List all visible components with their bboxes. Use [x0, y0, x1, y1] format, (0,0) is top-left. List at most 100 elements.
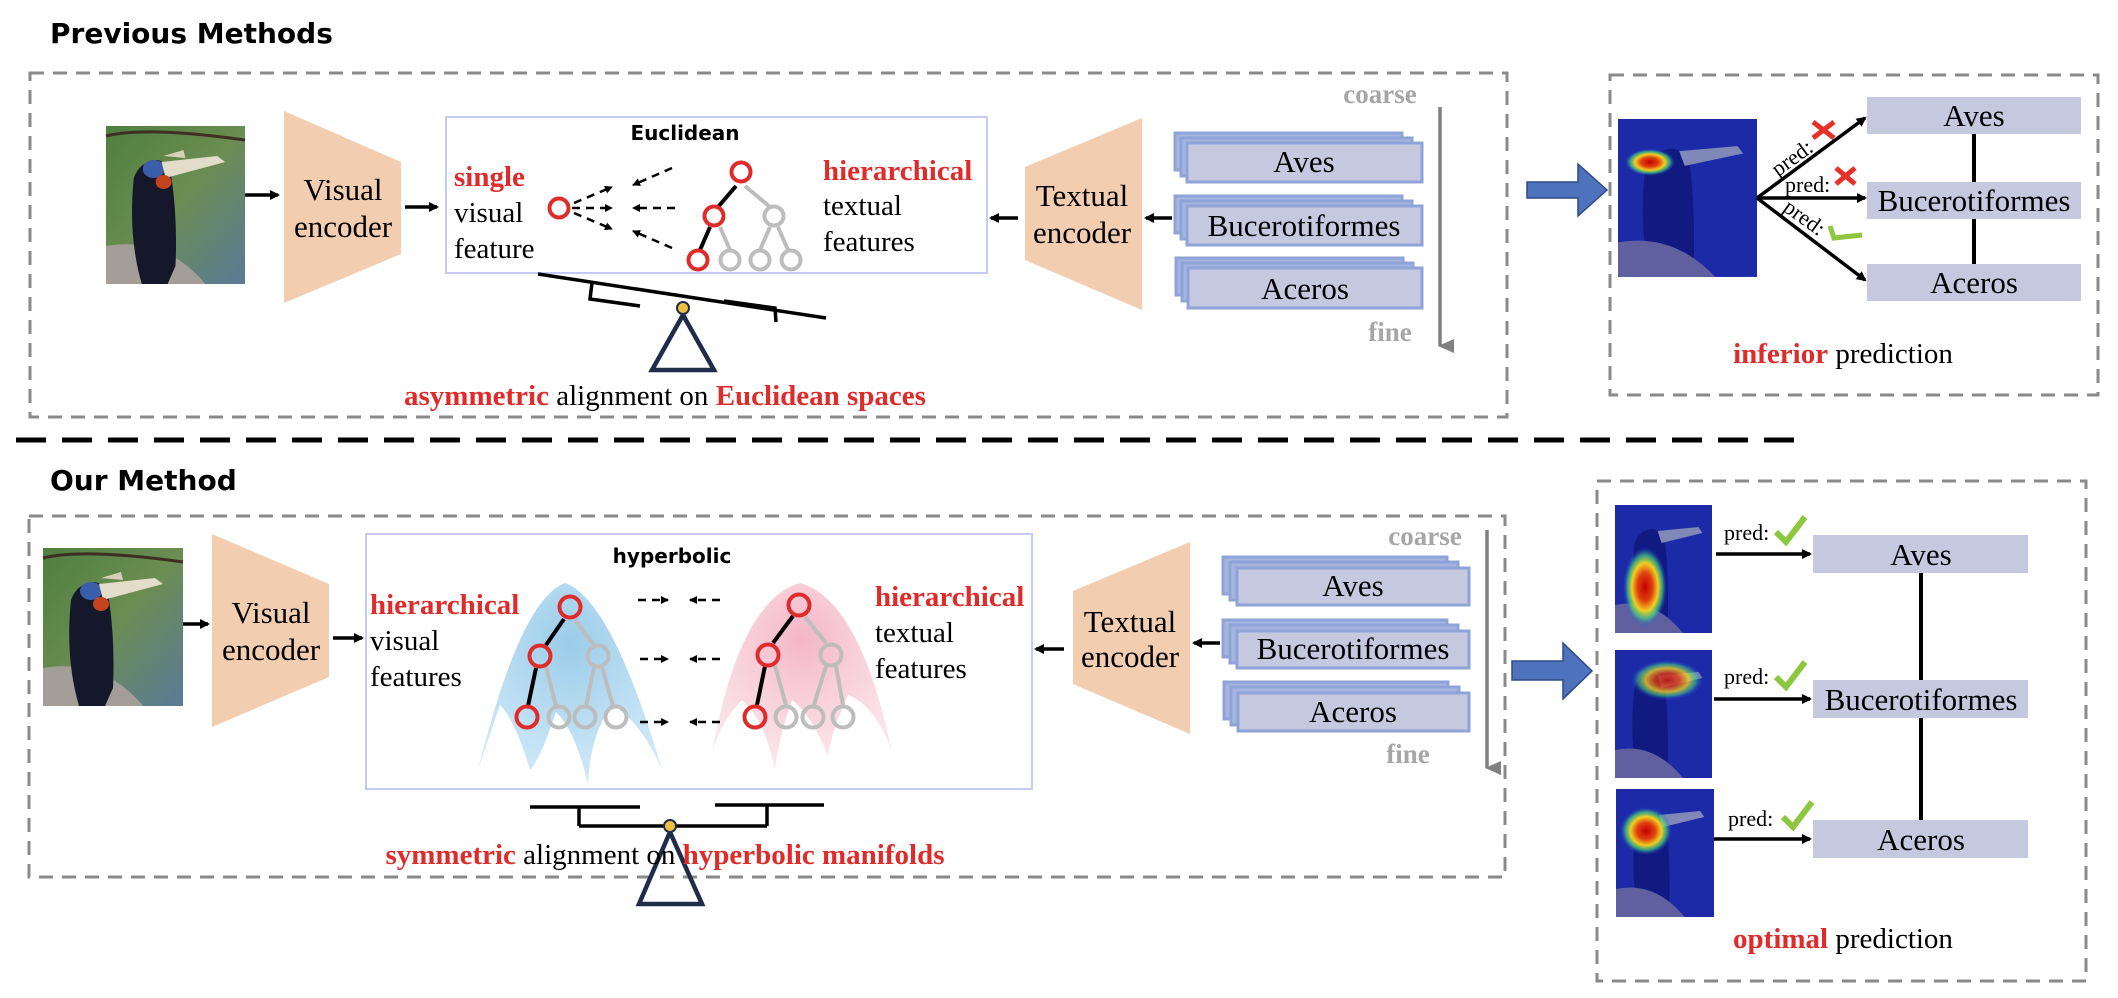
label-stack-text: Aceros — [1261, 271, 1349, 306]
caption-middle: alignment on — [516, 839, 683, 871]
pred-label-aceros: pred: — [1728, 806, 1773, 831]
euclidean-text-tree — [686, 160, 803, 272]
euclidean-space-box — [445, 116, 988, 274]
left-feature-line-1: visual — [370, 625, 439, 657]
left-feature-highlight: single — [454, 161, 525, 193]
label-stack-aceros: Aceros — [1174, 256, 1424, 310]
check-icon-partial — [1827, 225, 1863, 241]
pred-label-bucerotiformes: pred: — [1724, 664, 1769, 689]
textual-encoder-shape — [1073, 542, 1190, 734]
pred-box-bucerotiformes — [1813, 680, 2028, 718]
pred-box-aceros — [1813, 820, 2028, 858]
pred-box-text: Bucerotiformes — [1878, 183, 2071, 218]
visual-encoder-shape — [284, 111, 401, 303]
caption-middle: alignment on — [549, 380, 716, 412]
right-feature-line-1: textual — [875, 617, 954, 649]
visual-encoder-label-2: encoder — [222, 632, 321, 667]
cross-icon — [1834, 166, 1857, 186]
granularity-fine: fine — [1368, 317, 1412, 347]
result-highlight: inferior — [1733, 338, 1828, 370]
caption-highlight-2: hyperbolic manifolds — [683, 839, 945, 871]
heatmap-image-aceros — [1616, 789, 1714, 917]
check-icon — [1773, 660, 1808, 692]
pred-box-aves — [1813, 535, 2028, 573]
previous-result-caption: inferior prediction — [1733, 338, 1953, 370]
section-title-previous: Previous Methods — [50, 17, 333, 50]
right-feature-line-2: features — [875, 653, 967, 685]
textual-encoder-label-1: Textual — [1036, 178, 1129, 213]
pred-label-aves: pred: — [1724, 520, 1769, 545]
heatmap-image-previous — [1618, 119, 1757, 277]
pred-box-aves — [1867, 97, 2081, 134]
hyperbolic-manifold-pink — [712, 583, 892, 770]
asymmetric-balance — [537, 272, 827, 373]
left-feature-line-1: visual — [454, 197, 523, 229]
heatmap-image-bucerotiformes — [1615, 650, 1712, 778]
caption-highlight-1: asymmetric — [404, 380, 549, 412]
visual-encoder-shape — [212, 534, 329, 727]
result-highlight: optimal — [1733, 923, 1828, 955]
label-stack-bucerotiformes: Bucerotiformes — [1221, 618, 1471, 670]
ours-alignment-caption: symmetric alignment on hyperbolic manifo… — [385, 839, 944, 871]
pred-arrow-aves — [1755, 116, 1867, 200]
visual-encoder-label-1: Visual — [303, 172, 382, 207]
pred-box-text: Aceros — [1877, 822, 1965, 857]
left-feature-line-2: features — [370, 661, 462, 693]
label-stack-text: Aves — [1273, 144, 1334, 179]
textual-encoder-label-2: encoder — [1033, 215, 1132, 250]
pred-arrow-aceros — [1755, 196, 1867, 282]
label-stack-aves: Aves — [1173, 131, 1424, 184]
bird-image-previous — [104, 124, 247, 286]
check-icon — [1773, 515, 1808, 547]
visual-hyperbolic-tree — [514, 594, 629, 730]
label-stack-text: Aves — [1322, 568, 1383, 603]
caption-highlight-1: symmetric — [385, 839, 516, 871]
hyperbolic-space-box — [365, 533, 1033, 790]
pred-box-text: Aves — [1890, 537, 1951, 572]
euclidean-dashed-arrows — [572, 166, 675, 250]
label-stack-text: Bucerotiformes — [1257, 631, 1450, 666]
left-feature-line-2: feature — [454, 233, 535, 265]
ours-result-box — [1595, 479, 2088, 983]
visual-encoder-label-1: Visual — [231, 595, 310, 630]
symmetric-balance — [530, 803, 824, 907]
ours-result-caption: optimal prediction — [1733, 923, 1953, 955]
text-hyperbolic-tree — [742, 592, 856, 730]
textual-encoder-label-1: Textual — [1084, 604, 1177, 639]
result-arrow-previous — [1526, 162, 1609, 218]
hyperbolic-dashed-arrows — [638, 596, 720, 726]
section-title-ours: Our Method — [50, 464, 237, 497]
result-arrow-ours — [1511, 641, 1594, 701]
previous-result-box — [1608, 73, 2100, 397]
space-label-euclidean: Euclidean — [630, 121, 739, 145]
caption-highlight-2: Euclidean spaces — [716, 380, 926, 412]
right-feature-line-1: textual — [823, 190, 902, 222]
left-feature-highlight: hierarchical — [370, 589, 519, 621]
label-stack-aceros: Aceros — [1222, 680, 1471, 733]
bird-image-ours — [41, 546, 185, 708]
pred-box-aceros — [1867, 264, 2081, 301]
textual-encoder-label-2: encoder — [1081, 639, 1180, 674]
pred-box-text: Bucerotiformes — [1825, 682, 2018, 717]
right-feature-line-2: features — [823, 226, 915, 258]
visual-encoder-label-2: encoder — [294, 209, 393, 244]
right-feature-highlight: hierarchical — [823, 155, 972, 187]
label-stack-text: Bucerotiformes — [1208, 208, 1401, 243]
heatmap-image-aves — [1615, 505, 1712, 633]
result-rest: prediction — [1828, 338, 1953, 370]
pred-label-bucerotiformes: pred: — [1785, 172, 1830, 197]
pred-box-text: Aceros — [1930, 265, 2018, 300]
granularity-coarse: coarse — [1388, 521, 1461, 551]
single-visual-node — [547, 196, 571, 220]
cross-icon — [1811, 120, 1836, 140]
granularity-fine: fine — [1386, 739, 1430, 769]
pred-box-text: Aves — [1943, 98, 2004, 133]
label-stack-aves: Aves — [1221, 555, 1471, 607]
granularity-coarse: coarse — [1343, 79, 1416, 109]
label-stack-bucerotiformes: Bucerotiformes — [1173, 194, 1424, 247]
hyperbolic-manifold-blue — [478, 583, 662, 784]
textual-encoder-shape — [1025, 118, 1142, 310]
check-icon — [1780, 800, 1815, 832]
previous-pipeline-box — [28, 71, 1509, 419]
